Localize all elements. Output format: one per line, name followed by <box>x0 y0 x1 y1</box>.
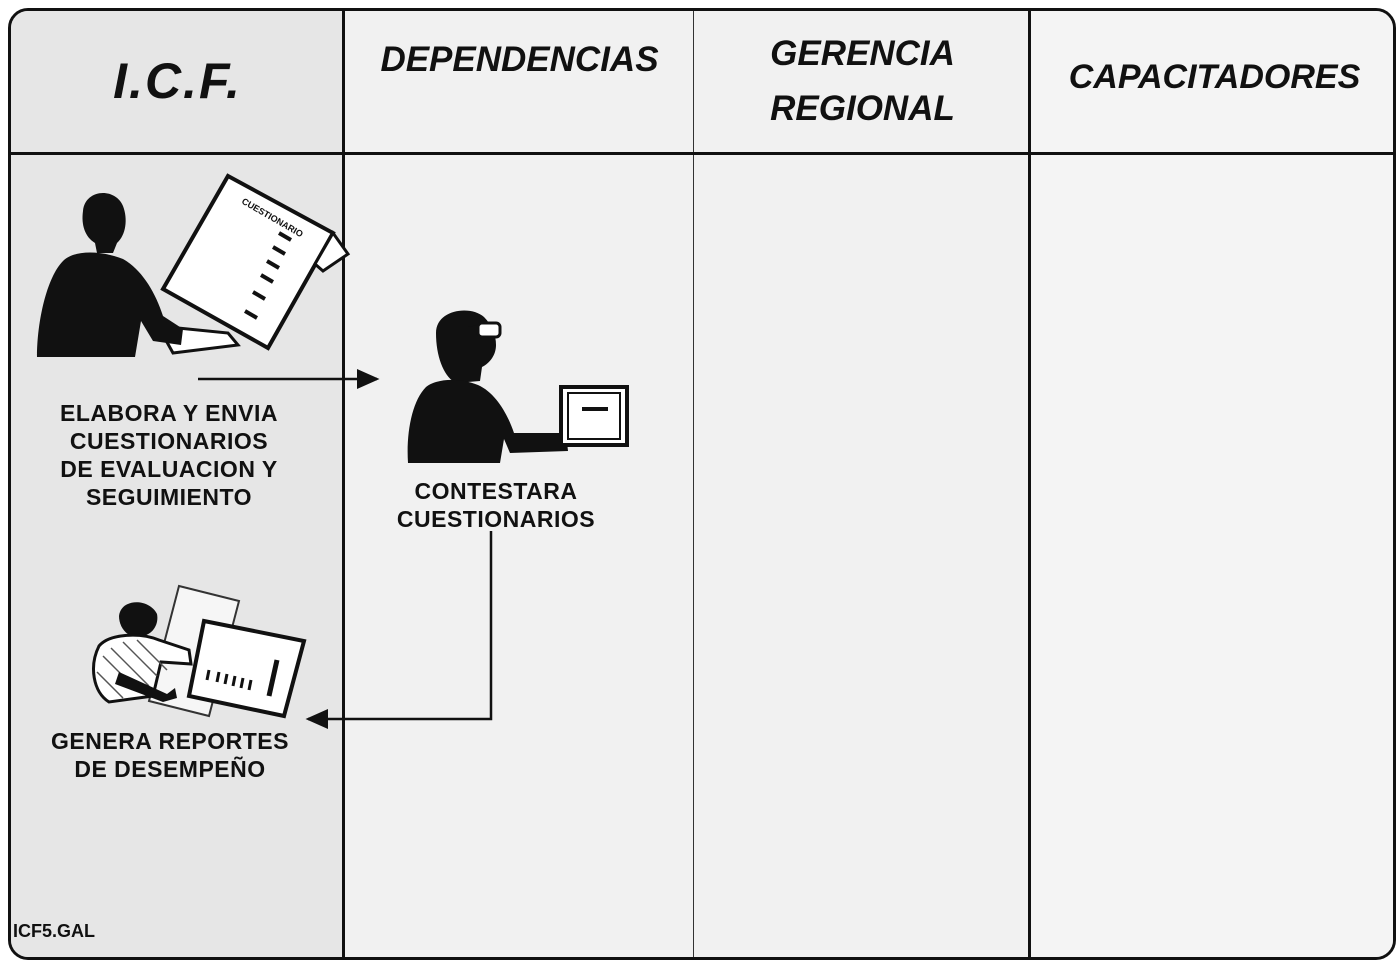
step-contestara-cuestionarios: CONTESTARA CUESTIONARIOS <box>396 478 596 532</box>
header-divider <box>11 152 1393 155</box>
file-name: ICF5.GAL <box>13 921 96 941</box>
flow-arrows <box>198 369 493 729</box>
step-genera-reportes: GENERA REPORTES DE DESEMPEÑO <box>51 728 289 782</box>
lane-header-capacitadores: CAPACITADORES <box>1068 58 1361 97</box>
lane-dependencias <box>344 11 695 957</box>
lane-header-dependencias: DEPENDENCIAS <box>380 40 659 79</box>
lane-divider <box>693 11 694 957</box>
lane-divider <box>342 11 345 957</box>
person-at-computer-icon: CUESTIONARIO <box>37 173 351 357</box>
arrow-to-reportes <box>305 531 493 729</box>
lane-capacitadores <box>1030 11 1393 957</box>
lane-gerencia-regional <box>695 11 1030 957</box>
lane-header-icf: I.C.F. <box>113 52 242 109</box>
person-writing-report-icon <box>92 584 307 719</box>
step-elabora-envia-cuestionarios: ELABORA Y ENVIA CUESTIONARIOS DE EVALUAC… <box>60 400 278 510</box>
lane-divider <box>1028 11 1031 957</box>
person-holding-book-icon <box>407 310 629 463</box>
lane-icf <box>11 11 344 957</box>
